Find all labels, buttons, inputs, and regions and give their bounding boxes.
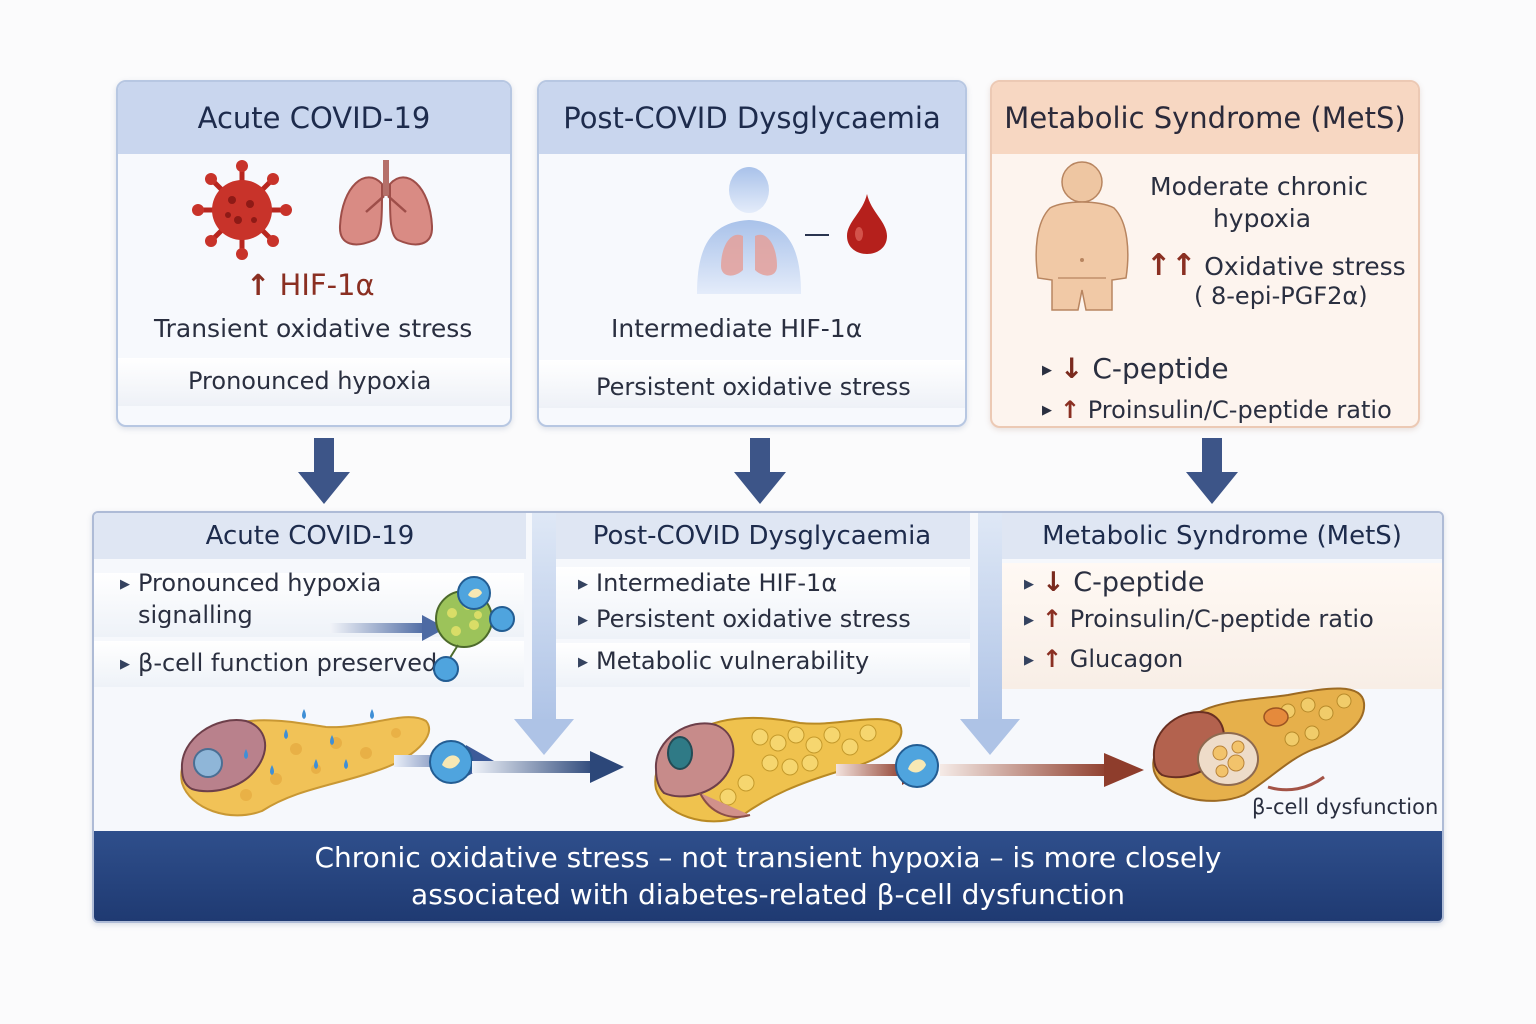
virus-icon bbox=[192, 160, 292, 260]
intermediate-hif: Intermediate HIF-1α bbox=[611, 314, 863, 343]
8-epi-pgf2a: ( 8-epi-PGF2α) bbox=[1194, 282, 1368, 310]
moderate-chronic: Moderate chronic bbox=[1150, 172, 1368, 201]
row-band bbox=[556, 643, 970, 687]
down-arrow-1-icon bbox=[298, 438, 350, 504]
double-up-arrow-icon: ↑↑ bbox=[1146, 248, 1197, 283]
hypoxia: hypoxia bbox=[1212, 204, 1312, 233]
bullet-signalling: signalling bbox=[138, 601, 253, 629]
up-arrow-icon: ↑ bbox=[246, 268, 271, 302]
blood-drop-icon bbox=[847, 194, 887, 254]
down-arrow-icon: ↓ bbox=[1060, 352, 1084, 385]
down-arrow-icon: ↓ bbox=[1042, 567, 1065, 598]
pancreas-dysfunction-icon bbox=[1152, 687, 1366, 802]
c-peptide-line: ▶↓ C-peptide bbox=[1042, 352, 1229, 385]
small-arrow-icon bbox=[330, 615, 446, 641]
pancreas-healthy-icon bbox=[180, 709, 431, 817]
row-band bbox=[118, 358, 510, 406]
card-post-covid: Post-COVID Dysglycaemia Intermediate HIF… bbox=[537, 80, 967, 427]
triangle-bullet-icon: ▶ bbox=[120, 657, 130, 672]
column-title-acute: Acute COVID-19 bbox=[94, 513, 526, 559]
beta-cell-blue-1-icon bbox=[429, 740, 473, 784]
transient-oxidative-stress: Transient oxidative stress bbox=[154, 314, 473, 343]
pronounced-hypoxia: Pronounced hypoxia bbox=[188, 367, 432, 395]
card-title: Acute COVID-19 bbox=[118, 82, 510, 154]
hif-line: ↑ HIF-1α bbox=[246, 268, 375, 302]
triangle-bullet-icon: ▶ bbox=[120, 577, 130, 592]
down-arrow-3-icon bbox=[1186, 438, 1238, 504]
triangle-bullet-icon: ▶ bbox=[1042, 403, 1052, 418]
beta-cell-blue-2-icon bbox=[895, 744, 939, 788]
connector-dash bbox=[805, 234, 829, 236]
conclusion-line-2: associated with diabetes-related β-cell … bbox=[411, 878, 1125, 911]
beta-cell-dysfunction-label: β-cell dysfunction bbox=[1252, 795, 1439, 819]
row-band bbox=[556, 567, 970, 639]
up-arrow-icon: ↑ bbox=[1060, 396, 1081, 424]
triangle-bullet-icon: ▶ bbox=[1024, 653, 1034, 668]
long-arrow-1-icon bbox=[472, 751, 624, 783]
light-down-arrow-1-icon bbox=[514, 513, 574, 755]
conclusion-banner: Chronic oxidative stress – not transient… bbox=[94, 831, 1442, 921]
triangle-bullet-icon: ▶ bbox=[578, 613, 588, 628]
bullet-c-peptide: ▶↓ C-peptide bbox=[1024, 567, 1205, 598]
bullet-metabolic-vulnerability: ▶Metabolic vulnerability bbox=[578, 647, 870, 675]
row-band bbox=[539, 360, 965, 408]
bullet-glucagon: ▶↑ Glucagon bbox=[1024, 645, 1184, 673]
lungs-icon bbox=[338, 160, 434, 246]
beta-cell-cluster-icon bbox=[433, 576, 515, 682]
bullet-pronounced-hypoxia: ▶Pronounced hypoxia bbox=[120, 569, 382, 597]
obese-body-icon bbox=[1035, 161, 1129, 311]
card-title: Metabolic Syndrome (MetS) bbox=[992, 82, 1418, 154]
bullet-beta-cell-preserved: ▶β-cell function preserved bbox=[120, 649, 438, 677]
column-title-mets: Metabolic Syndrome (MetS) bbox=[1000, 513, 1442, 559]
persistent-oxidative-stress: Persistent oxidative stress bbox=[596, 373, 911, 401]
card-title: Post-COVID Dysglycaemia bbox=[539, 82, 965, 154]
bullet-proinsulin-ratio: ▶↑ Proinsulin/C-peptide ratio bbox=[1024, 605, 1374, 633]
down-arrow-2-icon bbox=[734, 438, 786, 504]
conclusion-line-1: Chronic oxidative stress – not transient… bbox=[314, 841, 1222, 874]
bullet-persistent-oxidative: ▶Persistent oxidative stress bbox=[578, 605, 911, 633]
proinsulin-line: ▶↑ Proinsulin/C-peptide ratio bbox=[1042, 396, 1392, 424]
card-metabolic-syndrome: Metabolic Syndrome (MetS) Moderate chron… bbox=[990, 80, 1420, 428]
triangle-bullet-icon: ▶ bbox=[1024, 577, 1034, 592]
light-down-arrow-2-icon bbox=[960, 513, 1020, 755]
up-arrow-icon: ↑ bbox=[1042, 645, 1063, 673]
column-title-post-covid: Post-COVID Dysglycaemia bbox=[554, 513, 970, 559]
triangle-bullet-icon: ▶ bbox=[1024, 613, 1034, 628]
human-torso-icon bbox=[697, 167, 801, 294]
up-arrow-icon: ↑ bbox=[1042, 605, 1063, 633]
long-arrow-2-icon bbox=[940, 753, 1144, 787]
oxidative-stress-line: ↑↑ Oxidative stress bbox=[1146, 248, 1406, 283]
card-acute-covid: Acute COVID-19 ↑ HIF-1α Transient oxidat… bbox=[116, 80, 512, 427]
triangle-bullet-icon: ▶ bbox=[578, 655, 588, 670]
bottom-panel: Acute COVID-19 Post-COVID Dysglycaemia M… bbox=[92, 511, 1444, 923]
triangle-bullet-icon: ▶ bbox=[578, 577, 588, 592]
triangle-bullet-icon: ▶ bbox=[1042, 363, 1052, 378]
bullet-intermediate-hif: ▶Intermediate HIF-1α bbox=[578, 569, 838, 597]
row-band bbox=[1002, 563, 1442, 689]
